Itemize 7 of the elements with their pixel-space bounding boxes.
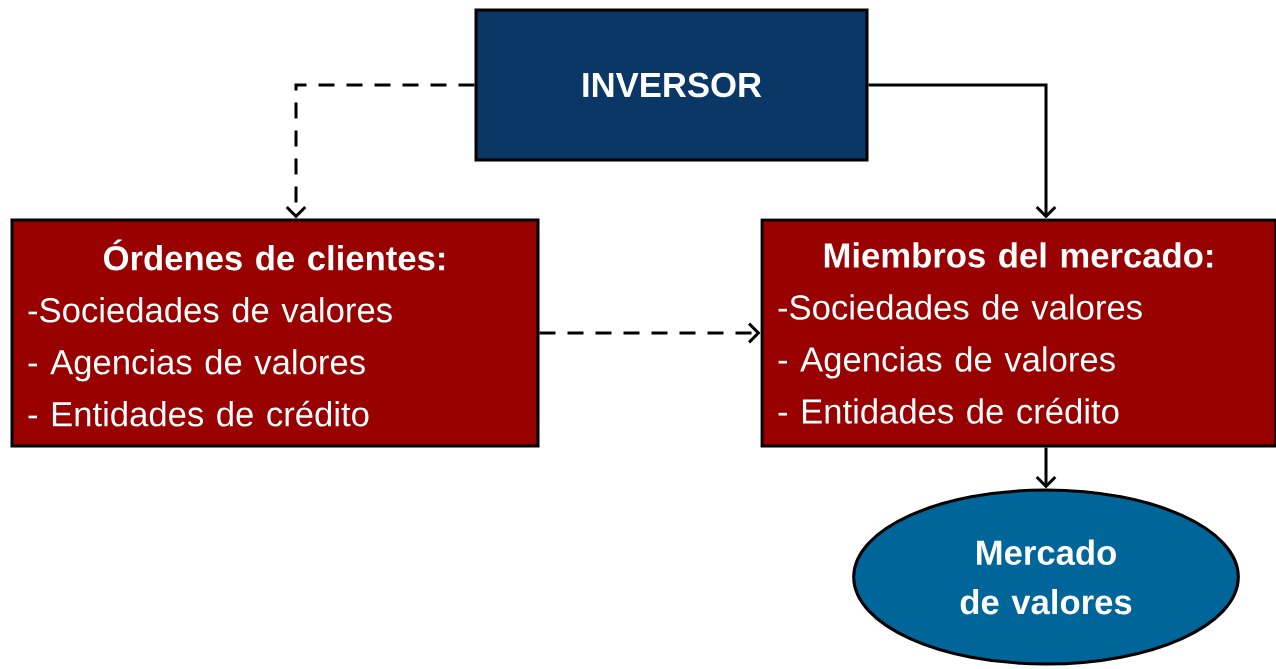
arrow xyxy=(868,83,1057,219)
process-box: Órdenes de clientes: -Sociedades de valores - Agencias de valores - Entidades de crédito xyxy=(10,218,540,448)
arrow xyxy=(539,322,761,344)
arrow xyxy=(1035,447,1057,489)
process-box: INVERSOR xyxy=(474,8,869,162)
process-box: Miembros del mercado: -Sociedades de valores - Agencias de valores - Entidades de crédito xyxy=(760,218,1276,448)
arrow xyxy=(285,83,475,219)
